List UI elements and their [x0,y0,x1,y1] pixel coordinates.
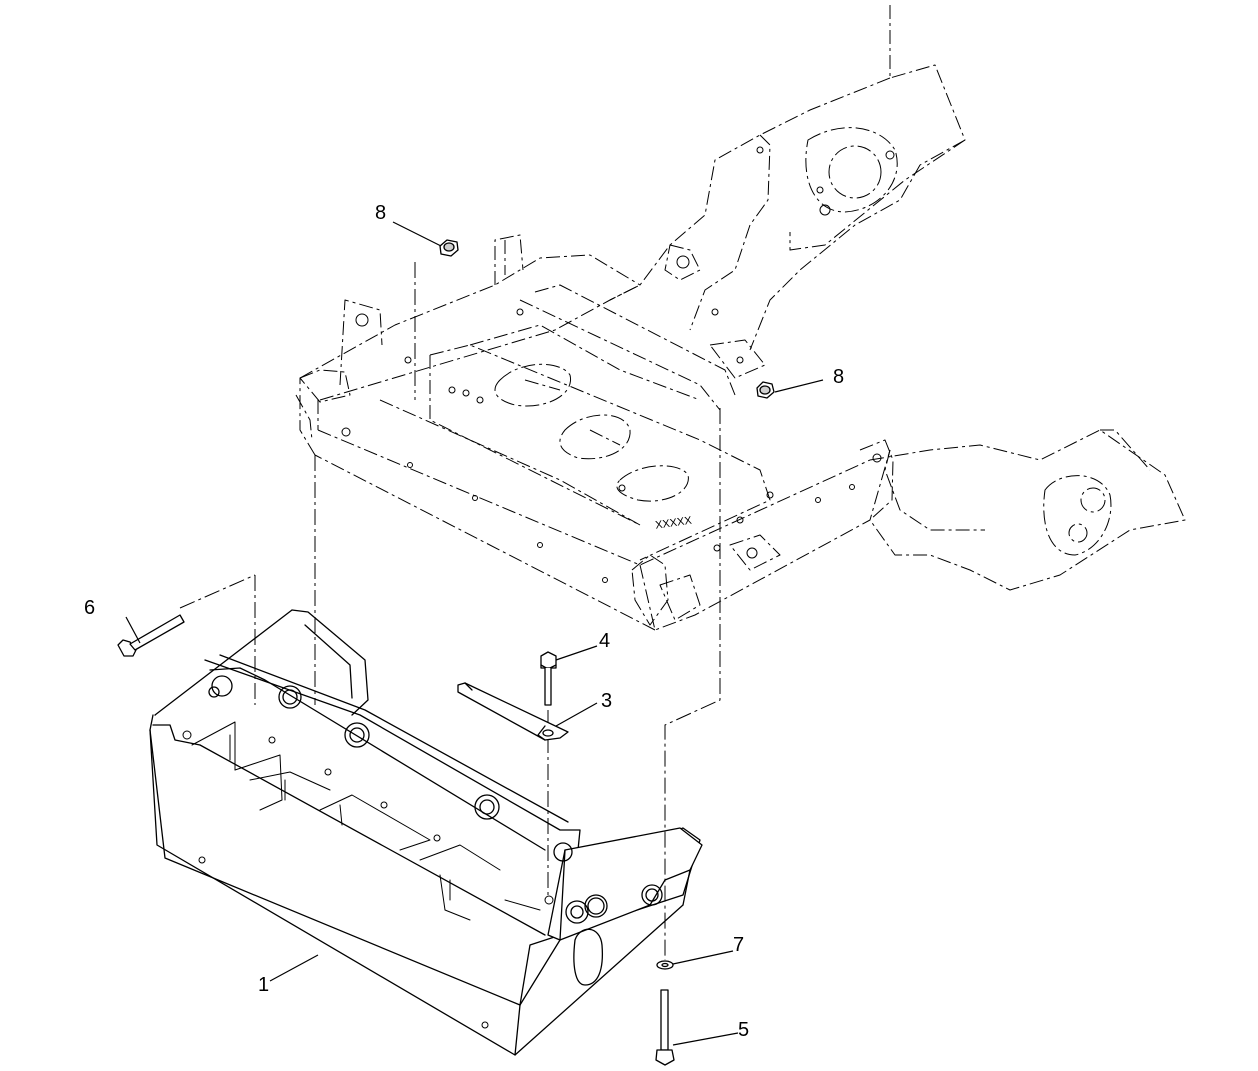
frame-marking-text: XXXXX [654,515,693,532]
assembly-centerlines [179,262,721,960]
strap-bracket [457,682,569,741]
nut-8-upper [439,239,459,257]
callout-leaders [125,221,824,1046]
callout-5: 5 [738,1019,749,1041]
bolt-4 [540,651,557,706]
callout-8-upper: 8 [375,202,386,224]
callout-8-right: 8 [833,366,844,388]
callout-6: 6 [84,597,95,619]
front-weight-bracket [149,609,703,1056]
callout-4: 4 [599,630,610,652]
washer-7 [656,960,674,970]
callout-3: 3 [601,690,612,712]
nut-8-right [756,381,775,399]
bolt-6 [117,614,185,657]
mower-frame-phantom [295,5,1186,631]
callout-1: 1 [258,974,269,996]
bolt-5 [655,989,675,1066]
callout-7: 7 [733,934,744,956]
